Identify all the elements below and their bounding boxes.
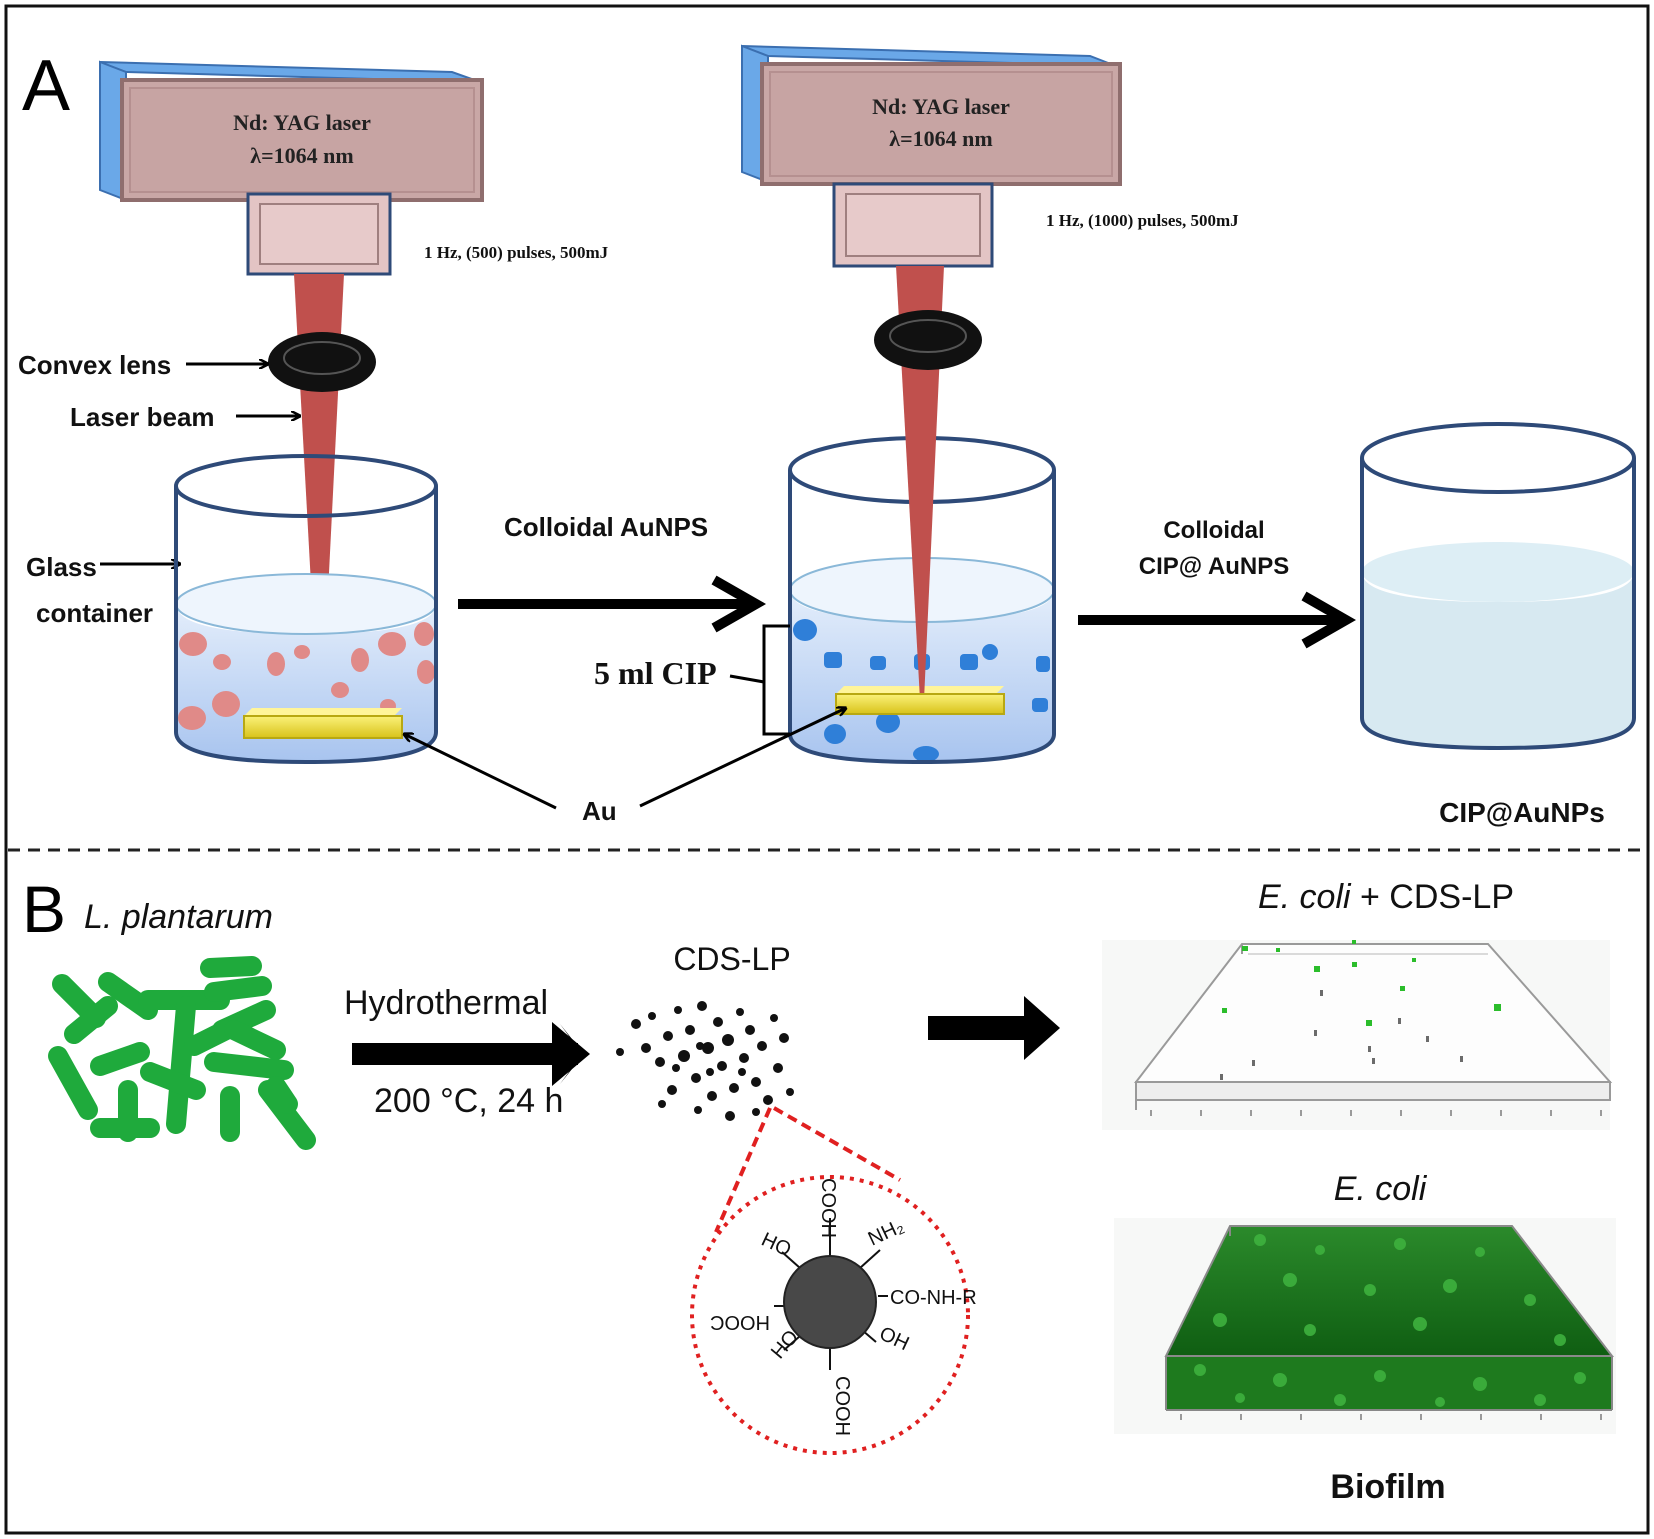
label-cip-volume: 5 ml CIP (594, 655, 717, 691)
group-conhr: CO-NH-R (890, 1287, 977, 1309)
aunp-particles (178, 622, 435, 730)
label-process: Hydrothermal (344, 984, 548, 1022)
label-cds: CDS-LP (673, 941, 790, 977)
gold-target-2 (835, 693, 1005, 715)
laser-2-name: Nd: YAG laser (872, 94, 1010, 119)
control-title: E. coli (1334, 1170, 1428, 1208)
laser-2-params: 1 Hz, (1000) pulses, 500mJ (1046, 211, 1239, 230)
laser-2-wavelength: λ=1064 nm (889, 126, 992, 151)
glass-container-3 (1360, 422, 1636, 751)
treated-title-species: E. coli (1258, 878, 1352, 916)
group-oh: OH (876, 1323, 912, 1356)
treated-confocal-image (1102, 940, 1613, 1130)
group-hooc: HOOC (710, 1311, 770, 1333)
panel-a-letter: A (22, 46, 70, 126)
arrow-au-1 (404, 734, 557, 810)
arrow-au-2 (639, 708, 846, 808)
label-product: CIP@AuNPs (1439, 797, 1605, 828)
label-biofilm: Biofilm (1330, 1468, 1445, 1506)
zoom-line-right (773, 1106, 901, 1182)
group-cooh-top: COOH (817, 1178, 839, 1238)
figure-border (4, 4, 1650, 1535)
cip-particles (793, 619, 1050, 762)
label-conditions: 200 °C, 24 h (374, 1082, 563, 1120)
cds-dots (616, 1001, 794, 1121)
label-colloidal: Colloidal (1163, 517, 1264, 544)
label-species: L. plantarum (84, 898, 273, 936)
arrow-hydrothermal-head (552, 1022, 590, 1086)
arrow-result-head (1024, 996, 1060, 1060)
label-laser-beam: Laser beam (70, 402, 215, 432)
zoom-line-left (714, 1107, 772, 1233)
laser-head-1: Nd: YAG laser λ=1064 nm (99, 60, 484, 276)
laser-1-name: Nd: YAG laser (233, 110, 371, 135)
label-glass: Glass (26, 552, 97, 582)
carbon-dot-structure (774, 1218, 888, 1370)
group-cooh-bottom: COOH (831, 1376, 853, 1436)
laser-head-2: Nd: YAG laser λ=1064 nm (741, 44, 1122, 268)
group-ho-left: HO (758, 1229, 794, 1262)
label-cip-aunps: CIP@ AuNPS (1139, 553, 1290, 580)
gold-target-1 (243, 715, 403, 739)
cip-bracket (762, 624, 790, 736)
carbon-dot-core (783, 1255, 877, 1349)
group-nh2: NH₂ (865, 1215, 908, 1250)
label-container: container (36, 598, 153, 628)
label-convex-lens: Convex lens (18, 350, 171, 380)
treated-title-rest: + CDS-LP (1351, 878, 1514, 916)
biofilm-confocal-image (1114, 1218, 1616, 1434)
glass-container-1 (174, 454, 438, 765)
label-au: Au (582, 796, 617, 826)
laser-1-wavelength: λ=1064 nm (250, 143, 353, 168)
label-colloidal-aunps: Colloidal AuNPS (504, 512, 708, 542)
bacteria-cluster (48, 956, 316, 1150)
panel-b-letter: B (22, 872, 66, 946)
zoom-circle (690, 1175, 970, 1455)
treated-title: E. coli + CDS-LP (1258, 878, 1514, 916)
laser-1-params: 1 Hz, (500) pulses, 500mJ (424, 243, 609, 262)
laser-beam-2 (896, 266, 944, 700)
